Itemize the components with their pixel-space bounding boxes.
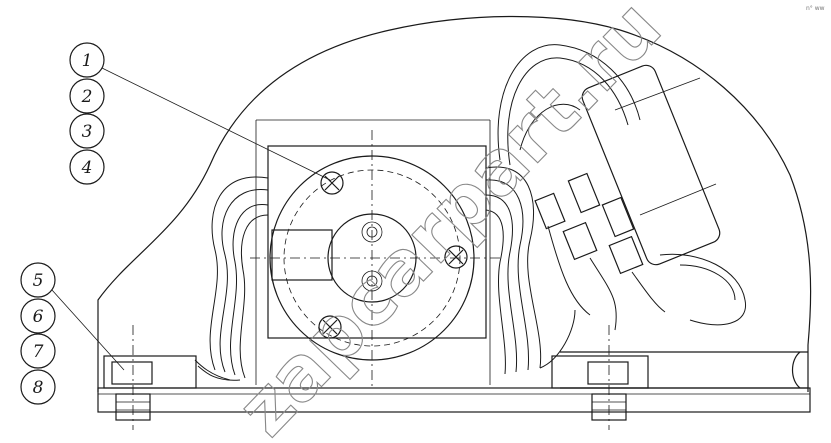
wire-loop-top <box>497 44 641 166</box>
svg-text:3: 3 <box>82 122 93 142</box>
rotor-disc <box>250 130 500 390</box>
svg-text:6: 6 <box>33 307 44 327</box>
leader-top <box>101 67 331 181</box>
clamp-left <box>103 325 197 430</box>
callout-8: 8 <box>20 369 56 405</box>
motor-housing <box>255 119 491 385</box>
svg-text:2: 2 <box>81 87 93 107</box>
svg-text:4: 4 <box>81 158 93 178</box>
callout-2: 2 <box>69 78 105 114</box>
screw-bottom <box>318 315 342 339</box>
callout-7: 7 <box>20 333 56 369</box>
svg-text:1: 1 <box>82 51 93 71</box>
housing-outline <box>97 15 812 392</box>
base-plate <box>97 387 811 413</box>
svg-text:7: 7 <box>33 342 44 362</box>
clamp-right <box>551 325 649 430</box>
callout-group-top: 1 2 3 4 <box>69 42 105 185</box>
connector-2 <box>601 196 666 313</box>
callout-group-bottom: 5 6 7 8 <box>20 262 56 405</box>
screw-top <box>320 171 344 195</box>
wire-bundle-right <box>485 166 576 375</box>
leader-bottom <box>51 289 125 371</box>
connector-1 <box>562 172 617 331</box>
mounting-rail <box>560 351 808 389</box>
svg-text:5: 5 <box>33 271 44 291</box>
callout-5: 5 <box>20 262 56 298</box>
corner-mark: n° ww <box>806 5 825 12</box>
svg-text:8: 8 <box>33 378 44 398</box>
connector-3 <box>534 192 591 316</box>
callout-4: 4 <box>69 149 105 185</box>
screw-right <box>444 245 468 269</box>
callout-6: 6 <box>20 298 56 334</box>
callout-1: 1 <box>69 42 105 78</box>
capacitor <box>581 64 746 326</box>
wire-bundle-left <box>194 176 269 381</box>
callout-3: 3 <box>69 113 105 149</box>
